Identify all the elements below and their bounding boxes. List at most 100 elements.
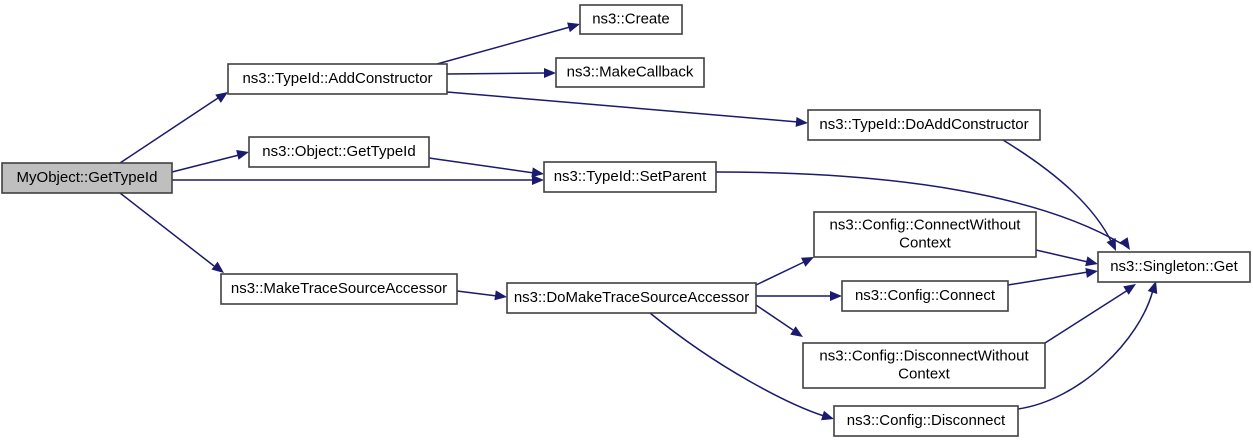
edge-line bbox=[715, 171, 1123, 245]
edge-config_connect-to-singleton_get bbox=[1007, 267, 1098, 286]
arrowhead-icon bbox=[211, 261, 224, 273]
edge-domaketracesourceaccessor-to-config_connect bbox=[756, 291, 842, 301]
node-box[interactable] bbox=[1097, 251, 1251, 283]
edge-myobject_gettypeid-to-typeid_setparent bbox=[172, 175, 544, 185]
edge-line bbox=[446, 72, 547, 75]
edge-line bbox=[1017, 289, 1154, 410]
node-typeid_addconstructor[interactable]: ns3::TypeId::AddConstructor bbox=[227, 63, 448, 95]
node-box[interactable] bbox=[227, 63, 448, 95]
arrowhead-icon bbox=[531, 167, 544, 178]
edge-layer bbox=[119, 22, 1158, 421]
edge-maketracesourceaccessor-to-domaketracesourceaccessor bbox=[456, 290, 507, 301]
node-box[interactable] bbox=[807, 109, 1041, 141]
node-create[interactable]: ns3::Create bbox=[579, 4, 683, 35]
edge-line bbox=[119, 97, 219, 164]
edge-domaketracesourceaccessor-to-config_disconnect bbox=[649, 312, 834, 421]
node-box[interactable] bbox=[579, 4, 683, 35]
node-box[interactable] bbox=[833, 405, 1019, 437]
edge-line bbox=[436, 26, 571, 65]
node-makecallback[interactable]: ns3::MakeCallback bbox=[555, 57, 705, 88]
arrowhead-icon bbox=[532, 175, 544, 185]
node-label: ns3::Object::GetTypeId bbox=[262, 143, 415, 160]
edge-config_disconnectwithout-to-singleton_get bbox=[1044, 284, 1136, 344]
arrowhead-icon bbox=[544, 68, 556, 78]
edge-line bbox=[755, 304, 794, 331]
node-box[interactable] bbox=[841, 280, 1009, 312]
node-config_connect[interactable]: ns3::Config::Connect bbox=[841, 280, 1009, 312]
arrowhead-icon bbox=[790, 326, 803, 337]
node-label: ns3::Singleton::Get bbox=[1110, 258, 1238, 275]
node-label: ns3::Config::ConnectWithout bbox=[830, 216, 1022, 233]
edge-line bbox=[649, 312, 825, 417]
node-typeid_setparent[interactable]: ns3::TypeId::SetParent bbox=[543, 161, 717, 193]
edge-typeid_addconstructor-to-makecallback bbox=[446, 68, 556, 78]
edge-domaketracesourceaccessor-to-config_disconnectwithout bbox=[755, 304, 803, 337]
edge-typeid_addconstructor-to-typeid_doaddconstructor bbox=[446, 91, 808, 127]
arrowhead-icon bbox=[567, 22, 580, 33]
edge-line bbox=[428, 157, 535, 174]
node-box[interactable] bbox=[220, 273, 458, 305]
arrowhead-icon bbox=[1119, 237, 1130, 250]
edge-line bbox=[446, 91, 799, 123]
arrowhead-icon bbox=[1106, 238, 1116, 251]
arrowhead-icon bbox=[494, 290, 507, 301]
edge-myobject_gettypeid-to-typeid_addconstructor bbox=[119, 92, 228, 164]
edge-object_gettypeid-to-typeid_setparent bbox=[428, 157, 544, 178]
edge-line bbox=[171, 154, 240, 173]
node-typeid_doaddconstructor[interactable]: ns3::TypeId::DoAddConstructor bbox=[807, 109, 1041, 141]
node-label: ns3::DoMakeTraceSourceAccessor bbox=[514, 289, 749, 306]
arrowhead-icon bbox=[1147, 281, 1158, 294]
node-box[interactable] bbox=[543, 161, 717, 193]
edge-myobject_gettypeid-to-maketracesourceaccessor bbox=[119, 192, 224, 273]
edge-typeid_doaddconstructor-to-singleton_get bbox=[1002, 139, 1116, 251]
edge-line bbox=[1044, 289, 1129, 344]
node-label: Context bbox=[899, 234, 952, 251]
edge-myobject_gettypeid-to-object_gettypeid bbox=[171, 150, 249, 173]
edge-config_connectwithout-to-singleton_get bbox=[1035, 249, 1098, 267]
node-label: ns3::Config::Disconnect bbox=[847, 412, 1006, 429]
arrowhead-icon bbox=[1085, 267, 1098, 278]
edge-domaketracesourceaccessor-to-config_connectwithout bbox=[755, 257, 814, 286]
node-object_gettypeid[interactable]: ns3::Object::GetTypeId bbox=[248, 136, 430, 168]
edge-line bbox=[119, 192, 215, 267]
node-box[interactable] bbox=[506, 282, 757, 314]
arrowhead-icon bbox=[1123, 284, 1136, 295]
node-label: ns3::MakeCallback bbox=[567, 63, 694, 80]
edge-line bbox=[1035, 249, 1089, 263]
arrowhead-icon bbox=[236, 150, 249, 160]
node-label: ns3::TypeId::DoAddConstructor bbox=[819, 116, 1028, 133]
node-label: ns3::Config::DisconnectWithout bbox=[819, 347, 1029, 364]
edge-line bbox=[1007, 271, 1089, 286]
node-myobject_gettypeid[interactable]: MyObject::GetTypeId bbox=[1, 162, 173, 194]
node-label: Context bbox=[898, 365, 951, 382]
node-label: ns3::TypeId::SetParent bbox=[554, 168, 707, 185]
node-box[interactable] bbox=[248, 136, 430, 168]
arrowhead-icon bbox=[1085, 256, 1098, 267]
arrowhead-icon bbox=[821, 410, 834, 421]
node-label: ns3::Create bbox=[592, 10, 670, 27]
node-layer: MyObject::GetTypeId ns3::TypeId::AddConst… bbox=[1, 4, 1251, 437]
node-domaketracesourceaccessor[interactable]: ns3::DoMakeTraceSourceAccessor bbox=[506, 282, 757, 314]
arrowhead-icon bbox=[801, 257, 814, 267]
edge-typeid_addconstructor-to-create bbox=[436, 22, 580, 65]
arrowhead-icon bbox=[795, 116, 808, 127]
node-label: MyObject::GetTypeId bbox=[17, 169, 158, 186]
node-label: ns3::Config::Connect bbox=[855, 287, 996, 304]
node-box[interactable] bbox=[1, 162, 173, 194]
edge-line bbox=[755, 261, 805, 286]
arrowhead-icon bbox=[830, 291, 842, 301]
node-maketracesourceaccessor[interactable]: ns3::MakeTraceSourceAccessor bbox=[220, 273, 458, 305]
node-box[interactable] bbox=[555, 57, 705, 88]
edge-typeid_setparent-to-singleton_get bbox=[715, 171, 1130, 250]
edge-config_disconnect-to-singleton_get bbox=[1017, 281, 1158, 410]
node-box[interactable] bbox=[813, 211, 1037, 258]
node-config_disconnect[interactable]: ns3::Config::Disconnect bbox=[833, 405, 1019, 437]
node-singleton_get[interactable]: ns3::Singleton::Get bbox=[1097, 251, 1251, 283]
edge-line bbox=[1002, 139, 1113, 244]
arrowhead-icon bbox=[215, 92, 228, 103]
node-box[interactable] bbox=[802, 342, 1046, 389]
